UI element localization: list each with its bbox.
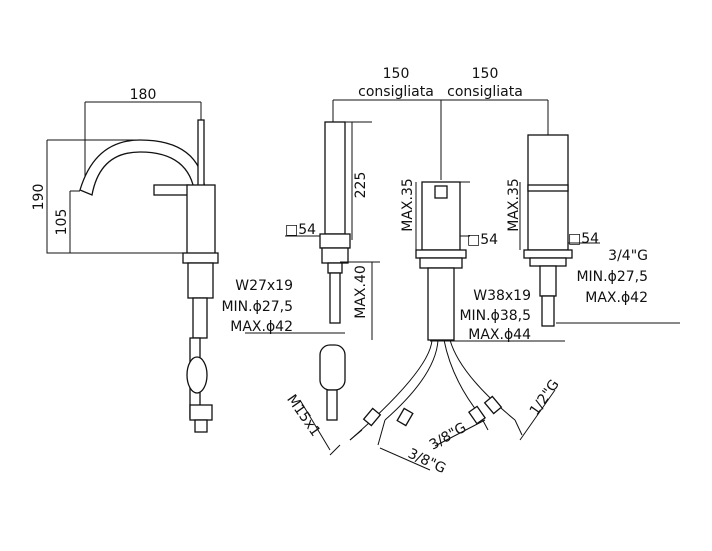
faucet-min-hole: MIN.ϕ27,5 xyxy=(221,299,293,315)
mixer-thread: 3/4"G xyxy=(608,248,648,264)
spacing-right-dim: 150 xyxy=(472,66,499,82)
diverter-max-hole: MAX.ϕ44 xyxy=(468,327,531,343)
handshower-max-deck: MAX.40 xyxy=(353,265,369,319)
diverter-base-dim: □54 xyxy=(467,232,498,248)
diverter xyxy=(415,181,470,341)
spout-height-dim: 105 xyxy=(54,209,70,236)
faucet-width-dim: 180 xyxy=(130,87,157,103)
mixer-max-height: MAX.35 xyxy=(506,178,522,232)
handshower xyxy=(285,100,380,421)
diverter-thread: W38x19 xyxy=(473,288,531,304)
hose-connection-a: 3/8"G xyxy=(405,446,448,477)
mixer xyxy=(519,134,680,327)
faucet-thread: W27x19 xyxy=(235,278,293,294)
handshower-length-dim: 225 xyxy=(353,172,369,199)
mixer-min-hole: MIN.ϕ27,5 xyxy=(576,269,648,285)
spacing-right-note: consigliata xyxy=(447,84,523,100)
faucet-max-hole: MAX.ϕ42 xyxy=(230,319,293,335)
spacing-left-note: consigliata xyxy=(358,84,434,100)
shower-hose-connection: M15x1 xyxy=(283,392,323,440)
diverter-min-hole: MIN.ϕ38,5 xyxy=(459,308,531,324)
mixer-base-dim: □54 xyxy=(568,231,599,247)
hoses xyxy=(299,339,556,471)
handshower-base-dim: □54 xyxy=(285,222,316,238)
spacing-left-dim: 150 xyxy=(383,66,410,82)
faucet-height-dim: 190 xyxy=(31,184,47,211)
mixer-max-hole: MAX.ϕ42 xyxy=(585,290,648,306)
hose-connection-b: 3/8"G xyxy=(427,420,469,454)
spout-faucet xyxy=(46,101,219,433)
hose-connection-c: 1/2"G xyxy=(527,377,563,419)
diverter-max-height: MAX.35 xyxy=(400,178,416,232)
